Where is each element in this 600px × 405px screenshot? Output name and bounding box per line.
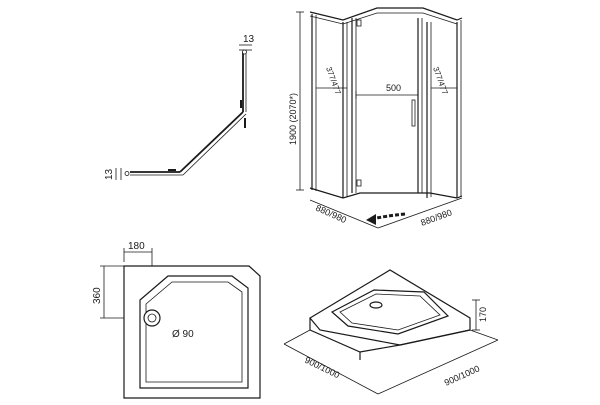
handle-mark <box>244 118 246 128</box>
dim-base-left-line <box>309 199 379 229</box>
dim-tick <box>469 329 499 341</box>
dim-panel-right-label: 377/477 <box>431 66 450 97</box>
dim-drain-x-label: 180 <box>128 241 145 252</box>
tray-basin-iso <box>330 289 450 335</box>
top-rail <box>309 7 463 21</box>
swing-arrow-head <box>366 214 376 225</box>
drain-inner <box>147 313 157 323</box>
drain-iso <box>369 301 383 309</box>
drain-outer <box>143 309 161 327</box>
handle-mark <box>168 169 176 171</box>
handle-mark <box>240 100 242 108</box>
dim-height-label: 1900 (2070*) <box>288 93 298 145</box>
hinge-mark <box>242 49 247 55</box>
tray-plan: 180 360 Ø 90 <box>92 241 261 399</box>
dim-drain-dia-label: Ø 90 <box>172 329 194 340</box>
dim-tray-base-right-line <box>377 339 499 395</box>
hinge-mark <box>124 171 130 176</box>
top-view-plan: 13 13 <box>104 34 255 180</box>
tray-side-right <box>399 329 471 346</box>
dim-base-left-label: 880/980 <box>314 203 348 225</box>
dim-tray-height-label: 170 <box>478 307 488 322</box>
dim-base-right-line <box>377 197 463 229</box>
tray-side-left <box>309 318 401 353</box>
tray-basin-inner <box>145 281 243 383</box>
tray-basin-iso-inner <box>339 293 441 331</box>
hinge-bottom <box>356 179 362 187</box>
dim-drain-y-label: 360 <box>92 287 103 304</box>
dim-tray-base-left-line <box>283 343 379 395</box>
dim-base-right-label: 880/980 <box>419 207 453 228</box>
top-rail-inner <box>309 12 458 25</box>
door-handle <box>411 99 416 127</box>
dim-door-label: 500 <box>386 83 401 93</box>
dim-tick <box>283 329 311 345</box>
dim-tray-base-right-label: 900/1000 <box>443 363 481 387</box>
dim-tray-base-left-label: 900/1000 <box>303 355 341 380</box>
glass-door-diagonal <box>182 113 247 176</box>
dim-panel-left-label: 377/477 <box>324 66 343 97</box>
dim-top-label: 13 <box>243 34 255 45</box>
bottom-rail <box>309 187 463 199</box>
glass-door-diagonal <box>179 111 244 173</box>
dim-side-label: 13 <box>104 168 115 180</box>
tray-isometric: 170 900/1000 900/1000 <box>283 269 499 395</box>
enclosure-elevation: 1900 (2070*) 377/477 500 377 <box>288 7 463 229</box>
hinge-top <box>356 19 362 27</box>
tray-basin <box>139 275 249 389</box>
swing-arrow <box>371 212 406 221</box>
